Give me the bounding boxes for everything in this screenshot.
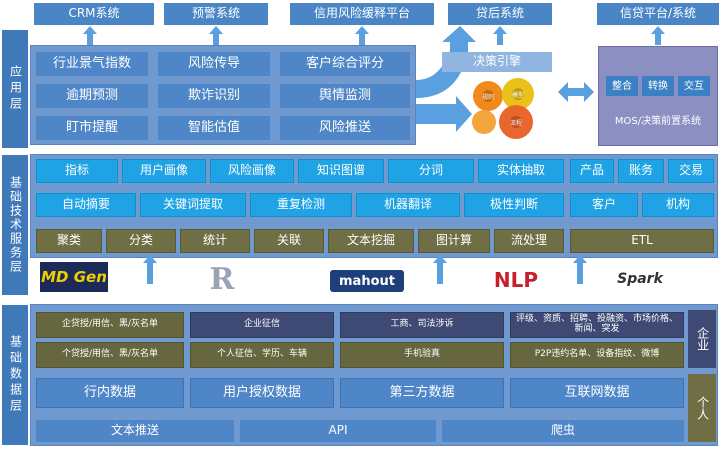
mos-interact: 交互 bbox=[678, 76, 710, 96]
warning-system-box: 预警系统 bbox=[164, 3, 268, 25]
app-opinion-monitor: 舆情监测 bbox=[280, 84, 410, 108]
tech-polarity: 极性判断 bbox=[464, 193, 564, 217]
credit-risk-platform-box: 信用风险缓释平台 bbox=[290, 3, 434, 25]
data-corp-credit: 企贷授/用信、黑/灰名单 bbox=[36, 312, 184, 338]
credit-platform-box: 信贷平台/系统 bbox=[597, 3, 719, 25]
gears-icon: 规则 模型 流程 bbox=[472, 78, 534, 139]
tech-machine-translation: 机器翻译 bbox=[356, 193, 460, 217]
data-layer-label: 基础数据层 bbox=[2, 305, 28, 445]
up-arrow-icon bbox=[359, 33, 365, 45]
mahout-logo: mahout bbox=[330, 270, 404, 292]
tech-risk-portrait: 风险画像 bbox=[210, 159, 294, 183]
tech-classification: 分类 bbox=[106, 229, 176, 253]
tech-clustering: 聚类 bbox=[36, 229, 102, 253]
tech-knowledge-graph: 知识图谱 bbox=[298, 159, 384, 183]
r-logo: R bbox=[209, 261, 235, 297]
crm-system-box: CRM系统 bbox=[34, 3, 154, 25]
tech-association: 关联 bbox=[254, 229, 324, 253]
up-arrow-icon bbox=[497, 33, 503, 45]
gear-label: 模型 bbox=[512, 91, 524, 99]
app-layer-label: 应用层 bbox=[2, 30, 28, 148]
data-business-legal: 工商、司法涉诉 bbox=[340, 312, 504, 338]
data-personal-bureau: 个人征信、学历、车辆 bbox=[190, 342, 334, 368]
tech-layer-label: 基础技术服务层 bbox=[2, 155, 28, 295]
app-risk-transmission: 风险传导 bbox=[158, 52, 270, 76]
up-arrow-icon bbox=[655, 33, 661, 45]
data-personal-credit: 个贷授/用信、黑/灰名单 bbox=[36, 342, 184, 368]
bottom-text-push: 文本推送 bbox=[36, 420, 234, 442]
up-arrow-icon bbox=[433, 255, 447, 263]
mos-integrate: 整合 bbox=[606, 76, 638, 96]
app-overdue-prediction: 逾期预测 bbox=[36, 84, 148, 108]
mos-convert: 转换 bbox=[642, 76, 674, 96]
up-arrow-icon bbox=[143, 255, 157, 263]
mos-panel bbox=[598, 46, 718, 146]
data-phone-verify: 手机验真 bbox=[340, 342, 504, 368]
source-internal: 行内数据 bbox=[36, 378, 184, 408]
nlp-logo: NLP bbox=[493, 268, 539, 292]
source-third-party: 第三方数据 bbox=[340, 378, 504, 408]
up-arrow-icon bbox=[651, 26, 665, 34]
tech-entity-extraction: 实体抽取 bbox=[478, 159, 564, 183]
gear-label: 规则 bbox=[482, 93, 494, 101]
side-label-enterprise: 企业 bbox=[688, 310, 716, 368]
up-arrow-icon bbox=[209, 26, 223, 34]
up-arrow-icon bbox=[213, 33, 219, 45]
up-arrow-icon bbox=[355, 26, 369, 34]
side-label-personal: 个人 bbox=[688, 374, 716, 442]
app-customer-score: 客户综合评分 bbox=[280, 52, 410, 76]
tech-duplicate-detection: 重复检测 bbox=[250, 193, 352, 217]
gear-label: 流程 bbox=[510, 119, 522, 127]
tech-etl: ETL bbox=[570, 229, 714, 253]
tech-graph-computing: 图计算 bbox=[418, 229, 490, 253]
up-arrow-icon bbox=[87, 33, 93, 45]
data-corp-bureau: 企业征信 bbox=[190, 312, 334, 338]
tech-user-portrait: 用户画像 bbox=[122, 159, 206, 183]
spark-logo: Spark bbox=[617, 271, 663, 287]
data-layer-text: 基础数据层 bbox=[8, 335, 23, 415]
tech-text-mining: 文本挖掘 bbox=[328, 229, 414, 253]
tech-keyword-extraction: 关键词提取 bbox=[140, 193, 246, 217]
tech-customer: 客户 bbox=[570, 193, 638, 217]
up-arrow-icon bbox=[573, 255, 587, 263]
app-layer-text: 应用层 bbox=[8, 65, 23, 113]
source-authorized: 用户授权数据 bbox=[190, 378, 334, 408]
app-fraud-detection: 欺诈识别 bbox=[158, 84, 270, 108]
tech-stream-processing: 流处理 bbox=[494, 229, 564, 253]
up-arrow-icon bbox=[493, 26, 507, 34]
app-smart-valuation: 智能估值 bbox=[158, 116, 270, 140]
double-arrow-icon bbox=[558, 82, 594, 102]
tech-account: 账务 bbox=[618, 159, 664, 183]
app-mark-to-market: 盯市提醒 bbox=[36, 116, 148, 140]
up-arrow-icon bbox=[83, 26, 97, 34]
tech-auto-summary: 自动摘要 bbox=[36, 193, 136, 217]
up-arrow-icon bbox=[147, 262, 153, 284]
tech-product: 产品 bbox=[570, 159, 614, 183]
mdgen-logo: MD Gen bbox=[40, 262, 108, 292]
mos-label: MOS/决策前置系统 bbox=[614, 115, 702, 127]
tech-indicator: 指标 bbox=[36, 159, 118, 183]
up-arrow-icon bbox=[437, 262, 443, 284]
tech-segmentation: 分词 bbox=[388, 159, 474, 183]
post-loan-system-box: 贷后系统 bbox=[448, 3, 552, 25]
up-arrow-icon bbox=[577, 262, 583, 284]
data-rating-market: 评级、资质、招聘、投融资、市场价格、新闻、突发 bbox=[510, 312, 684, 338]
tech-transaction: 交易 bbox=[668, 159, 714, 183]
tech-statistics: 统计 bbox=[180, 229, 250, 253]
decision-engine-label: 决策引擎 bbox=[442, 52, 552, 72]
data-p2p-blacklist: P2P违约名单、设备指纹、微博 bbox=[510, 342, 684, 368]
bottom-crawler: 爬虫 bbox=[442, 420, 684, 442]
tech-institution: 机构 bbox=[642, 193, 714, 217]
bottom-api: API bbox=[240, 420, 436, 442]
tech-layer-text: 基础技术服务层 bbox=[8, 176, 23, 274]
source-internet: 互联网数据 bbox=[510, 378, 684, 408]
app-industry-index: 行业景气指数 bbox=[36, 52, 148, 76]
app-risk-push: 风险推送 bbox=[280, 116, 410, 140]
